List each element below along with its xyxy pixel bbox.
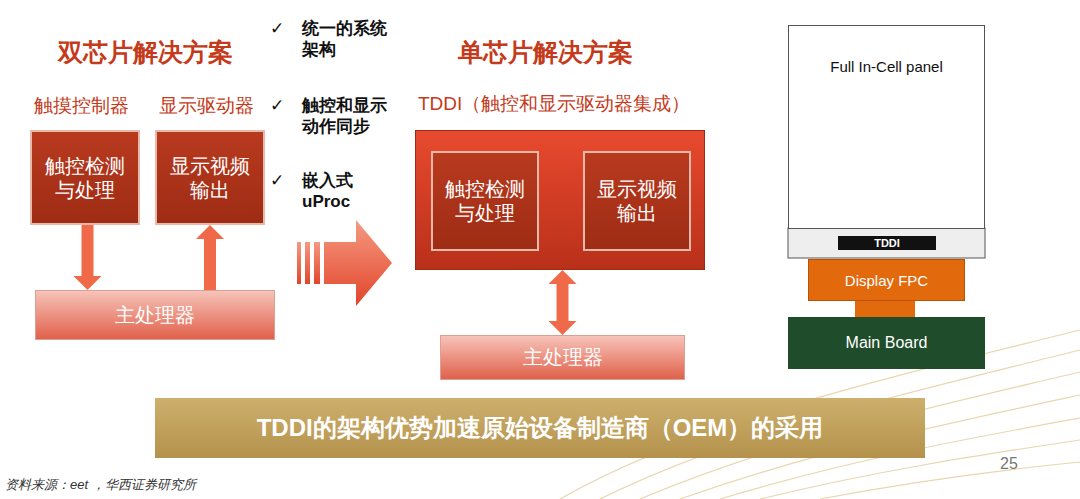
benefit-text: 统一的系统架构 (302, 18, 394, 61)
box-text: TDDI的架构优势加速原始设备制造商（OEM）的采用 (257, 412, 824, 444)
box-text: TDDI (874, 236, 900, 250)
process-box: 触摸控制器触控检测与处理 (30, 130, 140, 225)
box-text: Main Board (846, 334, 928, 352)
process-box: 显示视频输出 (583, 151, 691, 251)
check-mark: ✓ (270, 18, 284, 39)
panel-strip (788, 228, 985, 258)
box-text: 触控检测与处理 (40, 154, 130, 202)
tddi-chip-box: TDDI（触控和显示驱动器集成）触控检测与处理显示视频输出 (415, 130, 705, 270)
section-title: 双芯片解决方案 (58, 36, 233, 69)
benefit-text: 嵌入式uProc (302, 170, 394, 213)
process-box: 触控检测与处理 (431, 151, 539, 251)
box-text: Full In-Cell panel (830, 58, 943, 75)
box-text: 显示视频输出 (593, 177, 681, 225)
box-text: 显示视频输出 (165, 154, 255, 202)
block-arrow (82, 225, 94, 276)
box-text: 主处理器 (523, 344, 603, 371)
check-mark: ✓ (270, 170, 284, 191)
main-board: Main Board (788, 317, 985, 369)
box-heading: TDDI（触控和显示驱动器集成） (418, 91, 690, 117)
block-arrow (204, 239, 216, 290)
conclusion-banner: TDDI的架构优势加速原始设备制造商（OEM）的采用 (155, 398, 925, 458)
benefit-text: 触控和显示动作同步 (302, 95, 394, 138)
fpc: Display FPC (808, 259, 965, 301)
box-text: Display FPC (845, 272, 928, 289)
process-box: 显示驱动器显示视频输出 (155, 130, 265, 225)
box-text: 主处理器 (115, 302, 195, 329)
processor-box: 主处理器 (35, 290, 275, 340)
section-title: 单芯片解决方案 (458, 36, 633, 69)
box-text: 触控检测与处理 (441, 177, 529, 225)
check-mark: ✓ (270, 95, 284, 116)
block-arrow (557, 284, 569, 321)
page-number: 25 (1000, 455, 1018, 473)
tddi-chip: TDDI (838, 236, 936, 250)
box-heading: 显示驱动器 (159, 95, 254, 118)
panel: Full In-Cell panel (788, 25, 985, 229)
box-heading: 触摸控制器 (34, 95, 129, 118)
source-note: 资料来源：eet ，华西证券研究所 (5, 476, 196, 494)
big-arrow (297, 220, 392, 306)
processor-box: 主处理器 (440, 335, 685, 380)
